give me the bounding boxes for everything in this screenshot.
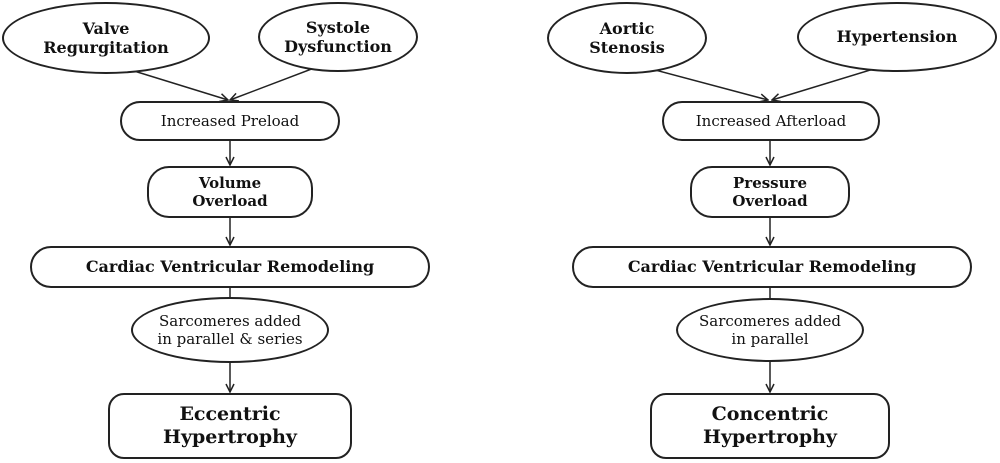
eccentric-hypertrophy-line1: Eccentric <box>179 403 281 426</box>
pressure-overload-node: Pressure Overload <box>690 166 850 218</box>
aortic-stenosis-node: Aortic Stenosis <box>547 2 707 74</box>
increased-afterload-node: Increased Afterload <box>662 101 880 141</box>
concentric-hypertrophy-node: Concentric Hypertrophy <box>650 393 890 459</box>
right-remodeling-node: Cardiac Ventricular Remodeling <box>572 246 972 288</box>
left-sarcomeres-node: Sarcomeres added in parallel & series <box>131 297 329 363</box>
valve-regurgitation-line2: Regurgitation <box>43 38 169 57</box>
right-remodeling-label: Cardiac Ventricular Remodeling <box>627 257 917 277</box>
valve-regurgitation-line1: Valve <box>82 18 130 38</box>
volume-overload-line2: Overload <box>192 192 268 210</box>
volume-overload-node: Volume Overload <box>147 166 313 218</box>
systole-dysfunction-line2: Dysfunction <box>284 37 392 56</box>
right-sarcomeres-line1: Sarcomeres added <box>698 312 842 330</box>
aortic-stenosis-line1: Aortic <box>599 18 655 38</box>
eccentric-hypertrophy-node: Eccentric Hypertrophy <box>108 393 352 459</box>
hypertension-node: Hypertension <box>797 2 997 72</box>
volume-overload-line1: Volume <box>198 174 262 192</box>
right-sarcomeres-node: Sarcomeres added in parallel <box>676 298 864 362</box>
concentric-hypertrophy-line1: Concentric <box>711 403 829 426</box>
increased-preload-node: Increased Preload <box>120 101 340 141</box>
concentric-hypertrophy-line2: Hypertrophy <box>703 426 837 448</box>
pressure-overload-line1: Pressure <box>733 174 807 192</box>
systole-dysfunction-node: Systole Dysfunction <box>258 2 418 72</box>
left-remodeling-label: Cardiac Ventricular Remodeling <box>85 257 375 277</box>
hypertension-label: Hypertension <box>836 27 958 47</box>
systole-dysfunction-line1: Systole <box>305 17 371 37</box>
valve-regurgitation-node: Valve Regurgitation <box>2 2 210 74</box>
increased-preload-label: Increased Preload <box>160 112 300 130</box>
pressure-overload-line2: Overload <box>732 192 808 210</box>
right-sarcomeres-line2: in parallel <box>731 330 809 348</box>
left-sarcomeres-line1: Sarcomeres added <box>158 312 302 330</box>
eccentric-hypertrophy-line2: Hypertrophy <box>163 426 297 448</box>
left-remodeling-node: Cardiac Ventricular Remodeling <box>30 246 430 288</box>
increased-afterload-label: Increased Afterload <box>695 112 847 130</box>
left-sarcomeres-line2: in parallel & series <box>157 330 303 348</box>
aortic-stenosis-line2: Stenosis <box>589 38 665 57</box>
